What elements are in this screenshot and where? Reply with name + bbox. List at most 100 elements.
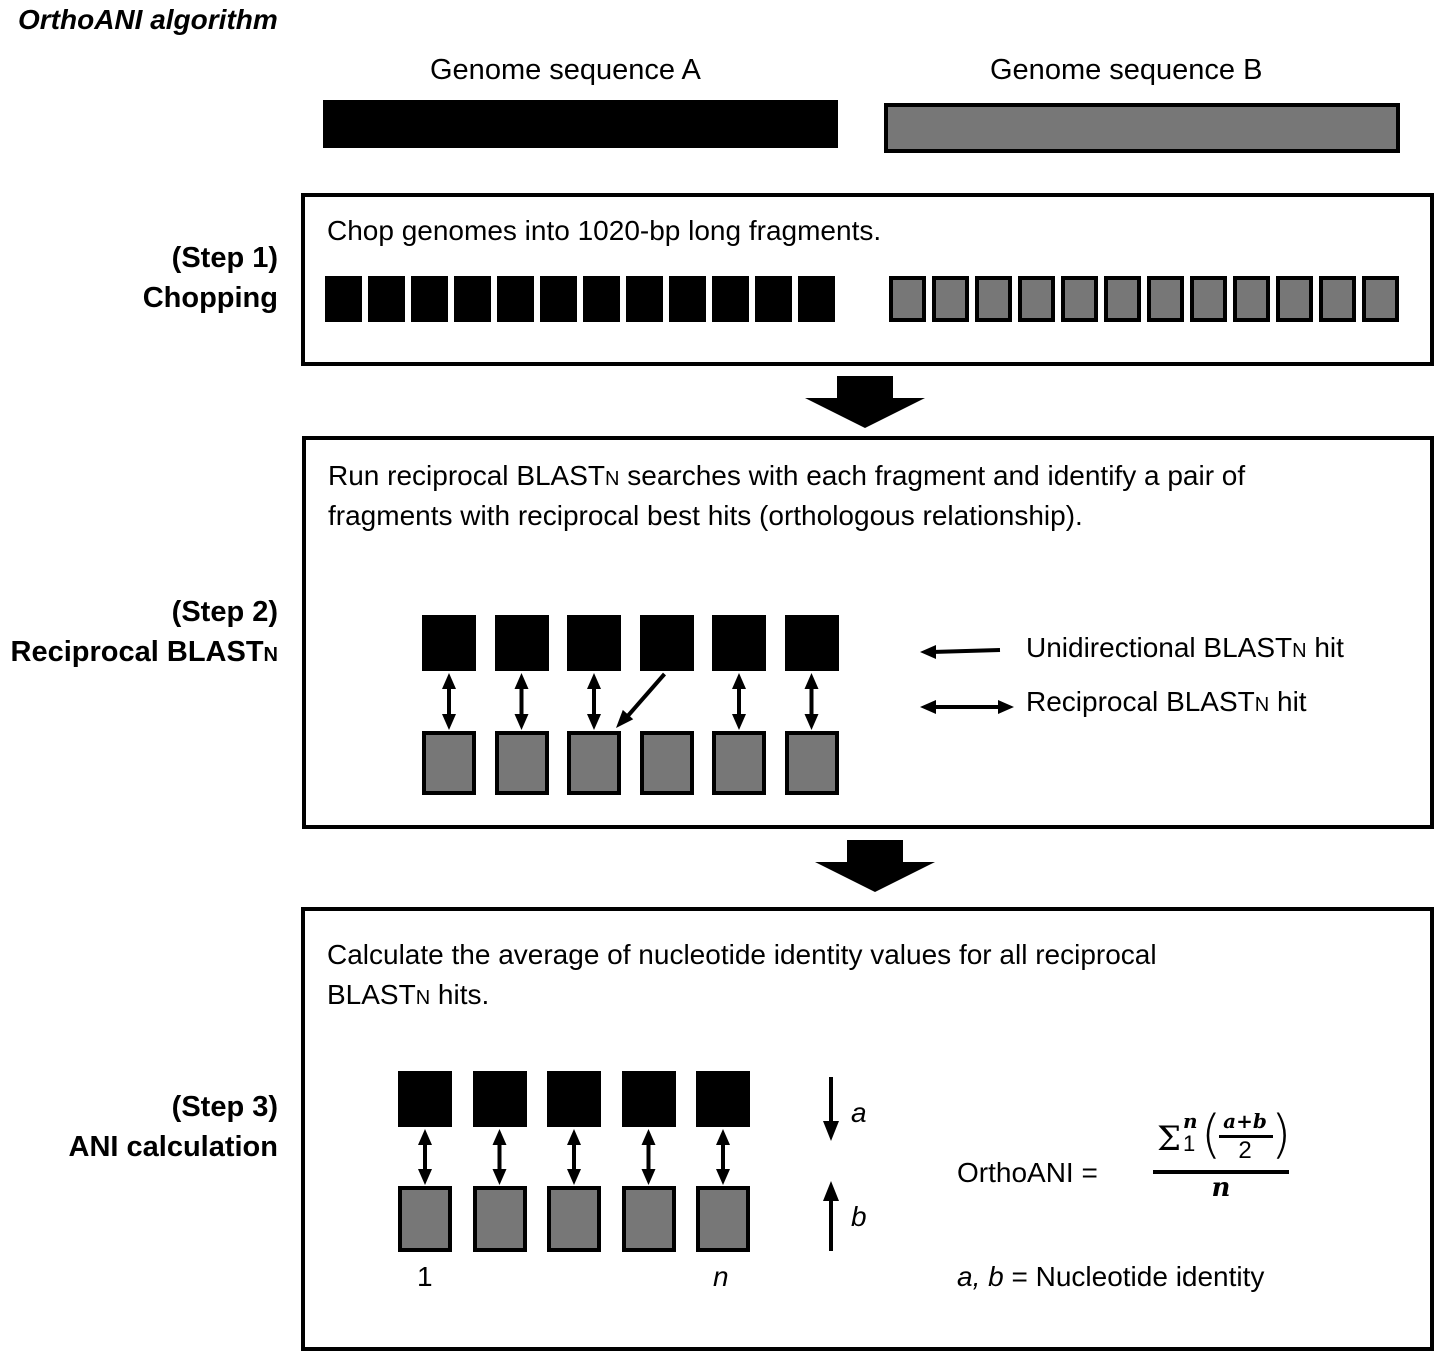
step3-name: ANI calculation — [68, 1131, 279, 1163]
arrow-up-b-icon — [823, 1181, 839, 1251]
fragment-b — [1018, 276, 1055, 322]
step1-box: Chop genomes into 1020-bp long fragments… — [301, 193, 1434, 366]
formula-lhs: OrthoANI = — [957, 1157, 1098, 1188]
fragment-a — [472, 1071, 527, 1127]
reciprocal-hit-arrow — [804, 673, 819, 730]
reciprocal-hit-arrow — [492, 1129, 507, 1185]
fragment-a — [621, 1071, 676, 1127]
step3-number: (Step 3) — [171, 1091, 278, 1123]
fragment-b — [547, 1186, 601, 1252]
formula-denominator: n — [1211, 1173, 1231, 1203]
frac-denominator: 2 — [1238, 1137, 1252, 1164]
step1-number: (Step 1) — [171, 242, 278, 274]
fragment-b — [1061, 276, 1098, 322]
step2-box: Run reciprocal BLASTn searches with each… — [302, 436, 1434, 829]
fragment-a — [639, 615, 694, 671]
fragment-b — [639, 731, 694, 795]
fragment-b — [932, 276, 969, 322]
arrow-down-a-icon — [823, 1077, 839, 1141]
fragment-a — [696, 1071, 750, 1127]
fragment-b — [422, 731, 476, 795]
fragment-b — [621, 1186, 676, 1252]
step3-label: (Step 3) ANI calculation — [69, 1087, 279, 1167]
legend-unidirectional: Unidirectional BLASTn hit — [1026, 632, 1344, 663]
fragment-a — [712, 615, 766, 671]
genome-a-bar — [323, 100, 838, 148]
fragment-a — [784, 615, 839, 671]
fragment-a — [712, 276, 749, 322]
fragment-b — [1190, 276, 1227, 322]
fragment-b — [1319, 276, 1356, 322]
sigma-sup: n — [1183, 1109, 1198, 1133]
fragment-b — [567, 731, 621, 795]
fragment-a — [422, 615, 476, 671]
inner-fraction-bar — [1219, 1135, 1273, 1138]
var-b-label: b — [851, 1201, 867, 1232]
figure-title: OrthoANI algorithm — [18, 4, 278, 35]
fragment-b — [975, 276, 1012, 322]
fragment-b — [889, 276, 926, 322]
fragment-b — [1147, 276, 1184, 322]
legend-reciprocal: Reciprocal BLASTn hit — [1026, 686, 1307, 717]
reciprocal-hit-arrow — [567, 1129, 581, 1185]
reciprocal-hit-arrow — [442, 673, 456, 730]
paren-close: ) — [1271, 1105, 1292, 1165]
unidirectional-arrow-icon — [920, 645, 1001, 659]
sigma-sub: 1 — [1183, 1131, 1196, 1156]
fragment-a — [497, 276, 534, 322]
genome-a-label: Genome sequence A — [430, 54, 701, 86]
fragment-a — [669, 276, 706, 322]
step3-box: Calculate the average of nucleotide iden… — [301, 907, 1434, 1351]
fragment-a — [368, 276, 405, 322]
step2-description: Run reciprocal BLASTn searches with each… — [328, 460, 1246, 531]
fragment-b — [1362, 276, 1399, 322]
genome-b-bar — [884, 103, 1400, 153]
fragment-a — [494, 615, 549, 671]
fragment-b — [712, 731, 766, 795]
reciprocal-arrow-icon — [920, 700, 1014, 714]
fragment-a — [626, 276, 663, 322]
step3-hit-arrows — [418, 1129, 730, 1185]
legend-arrows — [920, 645, 1014, 714]
fragment-a — [540, 276, 577, 322]
fragment-a — [567, 615, 621, 671]
fragment-a — [411, 276, 448, 322]
main-fraction-bar — [1153, 1170, 1289, 1174]
reciprocal-hit-arrow — [716, 1129, 730, 1185]
paren-open: ( — [1201, 1105, 1222, 1165]
fragment-a — [755, 276, 792, 322]
step2-hit-arrows — [442, 672, 819, 730]
fragment-b — [494, 731, 549, 795]
formula-fraction: Σ n 1 ( a+b 2 ) n — [1153, 1107, 1291, 1207]
index-last: n — [713, 1261, 729, 1292]
fragment-a — [798, 276, 835, 322]
fragment-b — [398, 1186, 452, 1252]
reciprocal-hit-arrow — [641, 1129, 656, 1185]
var-a-label: a — [851, 1097, 867, 1128]
index-first: 1 — [417, 1261, 433, 1292]
reciprocal-hit-arrow — [418, 1129, 432, 1185]
sigma-symbol: Σ — [1157, 1119, 1182, 1159]
genome-b-label: Genome sequence B — [990, 54, 1263, 86]
frac-numerator: a+b — [1223, 1109, 1267, 1133]
fragment-a — [547, 1071, 601, 1127]
fragment-b — [1233, 276, 1270, 322]
reciprocal-hit-arrow — [587, 673, 601, 730]
fragment-b — [472, 1186, 527, 1252]
unidirectional-hit-arrow — [616, 672, 667, 728]
fragment-a — [398, 1071, 452, 1127]
fragment-b — [784, 731, 839, 795]
fragment-a — [325, 276, 362, 322]
down-arrow-1 — [805, 376, 925, 428]
step2-number: (Step 2) — [171, 596, 278, 628]
step1-label: (Step 1) Chopping — [143, 238, 278, 318]
definition: a, b = Nucleotide identity — [957, 1261, 1265, 1292]
fragment-a — [583, 276, 620, 322]
reciprocal-hit-arrow — [514, 673, 529, 730]
step1-description: Chop genomes into 1020-bp long fragments… — [327, 215, 882, 246]
reciprocal-hit-arrow — [732, 673, 746, 730]
fragment-a — [454, 276, 491, 322]
step2-name: Reciprocal BLASTn — [10, 636, 278, 668]
step3-description: Calculate the average of nucleotide iden… — [327, 939, 1157, 1010]
fragment-b — [1104, 276, 1141, 322]
